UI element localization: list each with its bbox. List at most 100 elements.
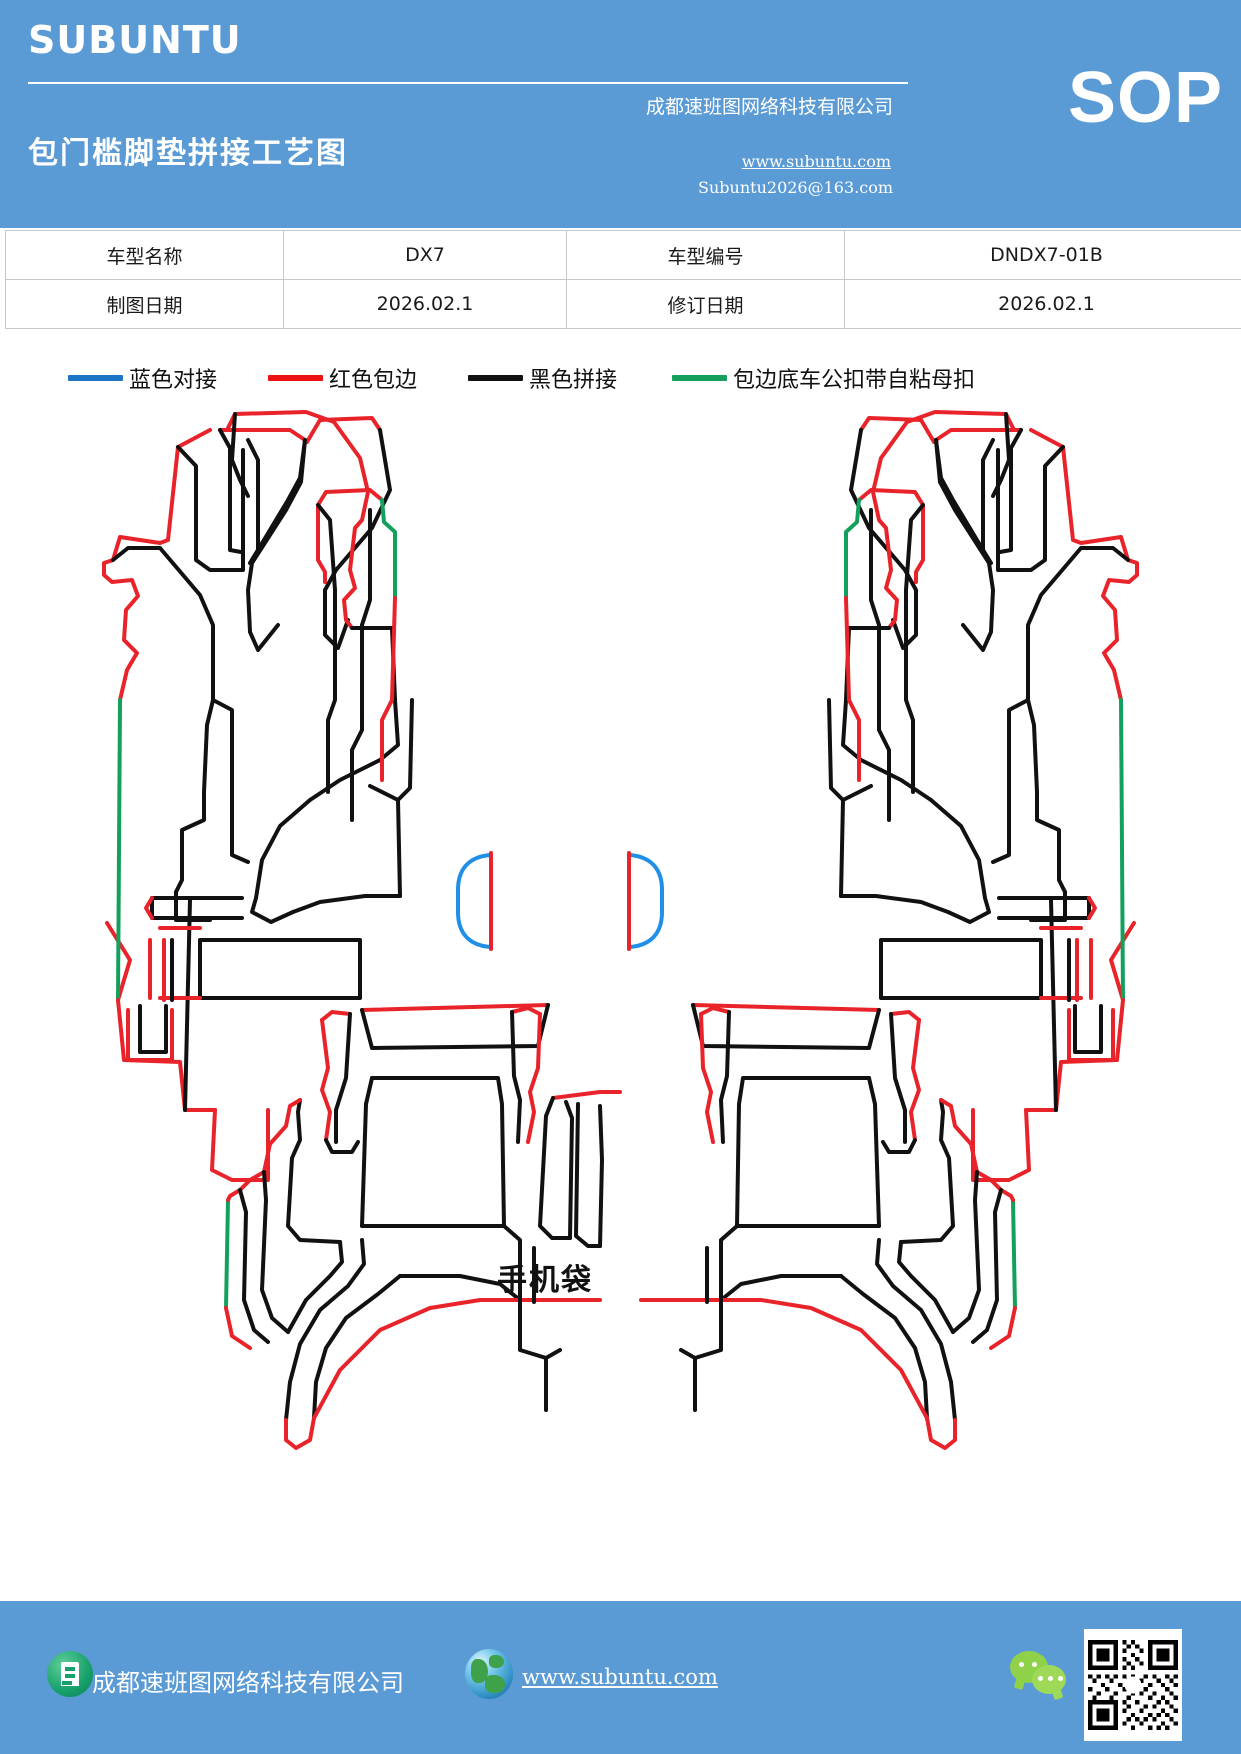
edge-black	[877, 623, 891, 822]
edge-black	[991, 412, 1011, 498]
edge-green	[1011, 1198, 1017, 1310]
edge-black	[538, 1096, 572, 1240]
edge-black	[286, 1240, 344, 1334]
edge-red	[510, 1006, 542, 1016]
edge-black	[246, 438, 260, 565]
edge-red	[1067, 1008, 1115, 1062]
vehicle-info-table: 车型名称 DX7 车型编号 DNDX7-01B 制图日期 2026.02.1 修…	[5, 230, 1241, 329]
header-company-name: 成都速班图网络科技有限公司	[645, 96, 893, 118]
edge-black	[360, 1076, 374, 1228]
edge-red	[320, 1010, 352, 1022]
cell-draw-date-label: 制图日期	[5, 279, 284, 329]
edge-red	[1109, 921, 1136, 1002]
edge-green	[224, 1198, 230, 1310]
cell-revision-date-label: 修订日期	[566, 279, 845, 329]
page-header: SUBUNTU 包门槛脚垫拼接工艺图 成都速班图网络科技有限公司 www.sub…	[0, 0, 1241, 228]
edge-black	[350, 626, 397, 702]
cell-model-code-value: DNDX7-01B	[844, 230, 1241, 280]
edge-black	[174, 790, 206, 894]
edge-black	[198, 938, 362, 1000]
rear-right-mat-group	[639, 1003, 1017, 1450]
edge-black	[719, 1010, 731, 1144]
building-icon	[47, 1651, 93, 1697]
edge-black	[881, 1138, 917, 1154]
edge-black	[899, 1098, 955, 1244]
edge-black	[350, 623, 364, 822]
edge-red	[914, 503, 925, 584]
edge-black	[238, 1188, 270, 1344]
legend-item-blue: 蓝色对接	[68, 356, 217, 400]
edge-black	[368, 784, 402, 898]
edge-red	[999, 1188, 1015, 1202]
edge-red	[224, 1306, 252, 1350]
edge-black	[564, 1100, 574, 1240]
pocket-right-blue	[628, 853, 664, 949]
edge-red	[975, 1170, 1003, 1192]
edge-black	[260, 1170, 290, 1334]
edge-black	[254, 798, 312, 900]
edge-black	[246, 438, 307, 652]
qr-code[interactable]	[1084, 1629, 1182, 1741]
legend-label: 蓝色对接	[129, 368, 218, 393]
edge-red	[218, 428, 307, 442]
edge-black	[360, 508, 372, 627]
edge-green	[844, 498, 861, 600]
legend-swatch-icon	[468, 375, 523, 381]
wechat-icon	[1010, 1649, 1072, 1701]
edge-black	[844, 626, 891, 702]
edge-black	[176, 445, 245, 572]
footer-company-name: 成都速班图网络科技有限公司	[92, 1669, 404, 1697]
edge-black	[946, 896, 991, 924]
edge-red	[699, 1006, 731, 1016]
edge-black	[867, 1076, 881, 1228]
edge-black	[334, 1012, 352, 1144]
footer-website-link[interactable]: www.subuntu.com	[522, 1665, 718, 1689]
edge-red	[1087, 896, 1097, 920]
edge-red	[262, 1098, 302, 1174]
legend-label: 包边底车公扣带自粘母扣	[733, 368, 976, 393]
edge-black	[839, 1274, 929, 1420]
edge-green	[1119, 698, 1125, 1002]
header-website-link[interactable]: www.subuntu.com	[741, 152, 891, 171]
edge-black	[879, 938, 1043, 1000]
cell-revision-date-value: 2026.02.1	[844, 279, 1241, 329]
brand-logo: SUBUNTU	[28, 18, 242, 62]
edge-black	[998, 428, 1023, 554]
table-row: 车型名称 DX7 车型编号 DNDX7-01B	[5, 230, 1241, 280]
edge-red	[320, 1018, 332, 1142]
edge-red	[934, 428, 1023, 442]
edge-red	[126, 1008, 174, 1062]
legend-label: 黑色拼接	[529, 368, 618, 393]
edge-black	[839, 894, 950, 914]
legend-item-black: 黑色拼接	[468, 356, 617, 400]
edge-red	[210, 1108, 270, 1182]
edge-black	[518, 1298, 562, 1360]
edge-red	[939, 1098, 979, 1174]
legend-swatch-icon	[68, 375, 123, 381]
edge-red	[1024, 998, 1125, 1112]
legend: 蓝色对接 红色包边 黑色拼接 包边底车公扣带自粘母扣	[0, 356, 1241, 400]
edge-black	[111, 546, 215, 794]
cell-model-code-label: 车型编号	[566, 230, 845, 280]
legend-swatch-icon	[672, 375, 727, 381]
page-title: 包门槛脚垫拼接工艺图	[28, 136, 348, 171]
edge-black	[316, 503, 337, 592]
edge-black	[138, 1004, 168, 1054]
edge-black	[929, 798, 987, 900]
cell-draw-date-value: 2026.02.1	[283, 279, 567, 329]
table-row: 制图日期 2026.02.1 修订日期 2026.02.1	[5, 279, 1241, 329]
edge-red	[699, 1012, 715, 1144]
edge-red	[551, 1090, 622, 1100]
page-footer: 成都速班图网络科技有限公司 www.subuntu.com	[0, 1601, 1241, 1754]
mat-pattern-svg	[102, 410, 1139, 1450]
edge-black	[1026, 546, 1130, 794]
edge-black	[218, 428, 243, 554]
edge-black	[889, 1012, 907, 1144]
edge-red	[144, 896, 154, 920]
edge-black	[250, 896, 295, 924]
technical-drawing: 手机袋	[0, 400, 1241, 1470]
edge-red	[238, 1170, 266, 1192]
legend-label: 红色包边	[329, 368, 418, 393]
edge-black	[719, 1224, 739, 1302]
edge-black	[691, 1003, 881, 1050]
